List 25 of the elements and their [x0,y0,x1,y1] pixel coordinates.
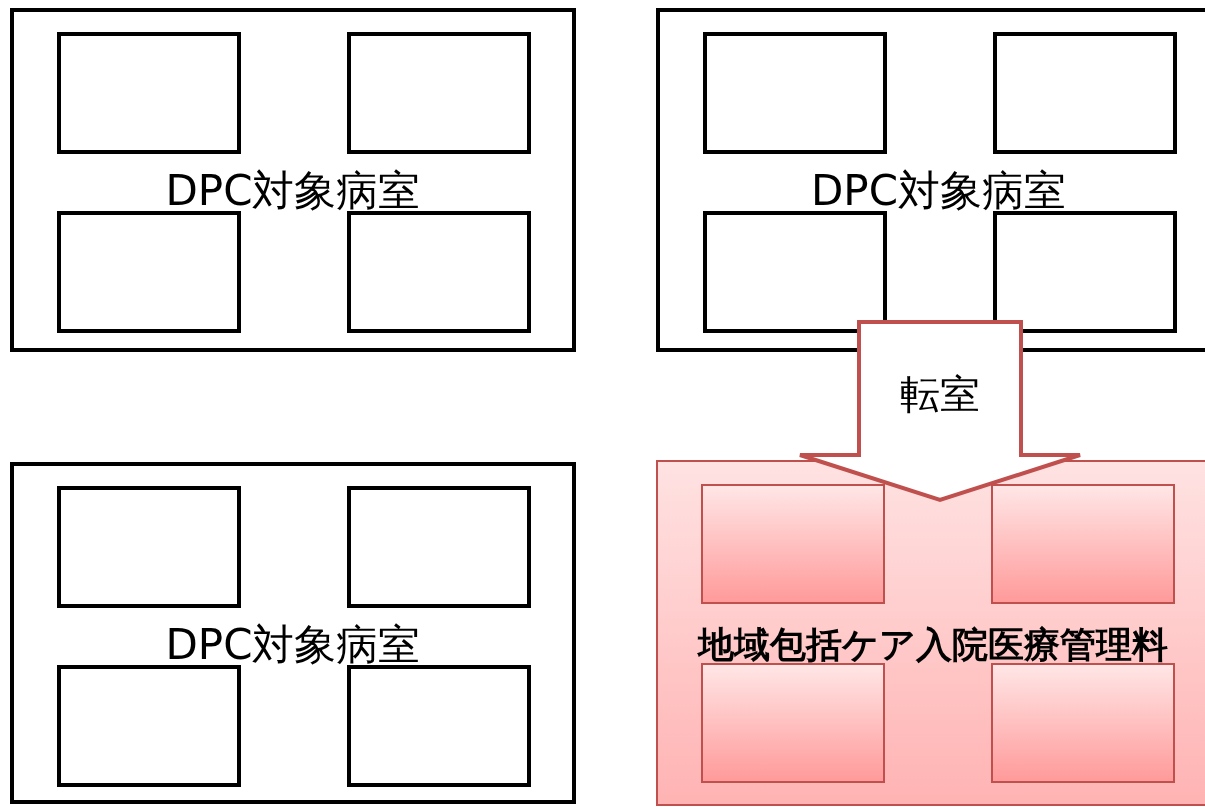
ward-label: DPC対象病室 [811,167,1066,215]
room-box [991,484,1175,604]
ward-box [656,460,1205,806]
room-box [347,486,531,608]
room-box [703,211,887,333]
room-box [701,484,885,604]
ward-label: 地域包括ケア入院医療管理料 [698,625,1168,665]
room-box [57,486,241,608]
ward-label: DPC対象病室 [165,167,421,215]
room-box [347,32,531,154]
room-box [701,663,885,783]
room-box [57,211,241,333]
room-box [57,665,241,787]
room-box [347,665,531,787]
room-box [347,211,531,333]
ward-box [10,462,576,804]
ward-box [10,8,576,352]
room-box [993,32,1177,154]
ward-box [656,8,1205,352]
room-box [57,32,241,154]
room-box [993,211,1177,333]
room-box [991,663,1175,783]
block-arrow [798,320,1082,503]
ward-label: DPC対象病室 [165,621,421,669]
room-box [703,32,887,154]
